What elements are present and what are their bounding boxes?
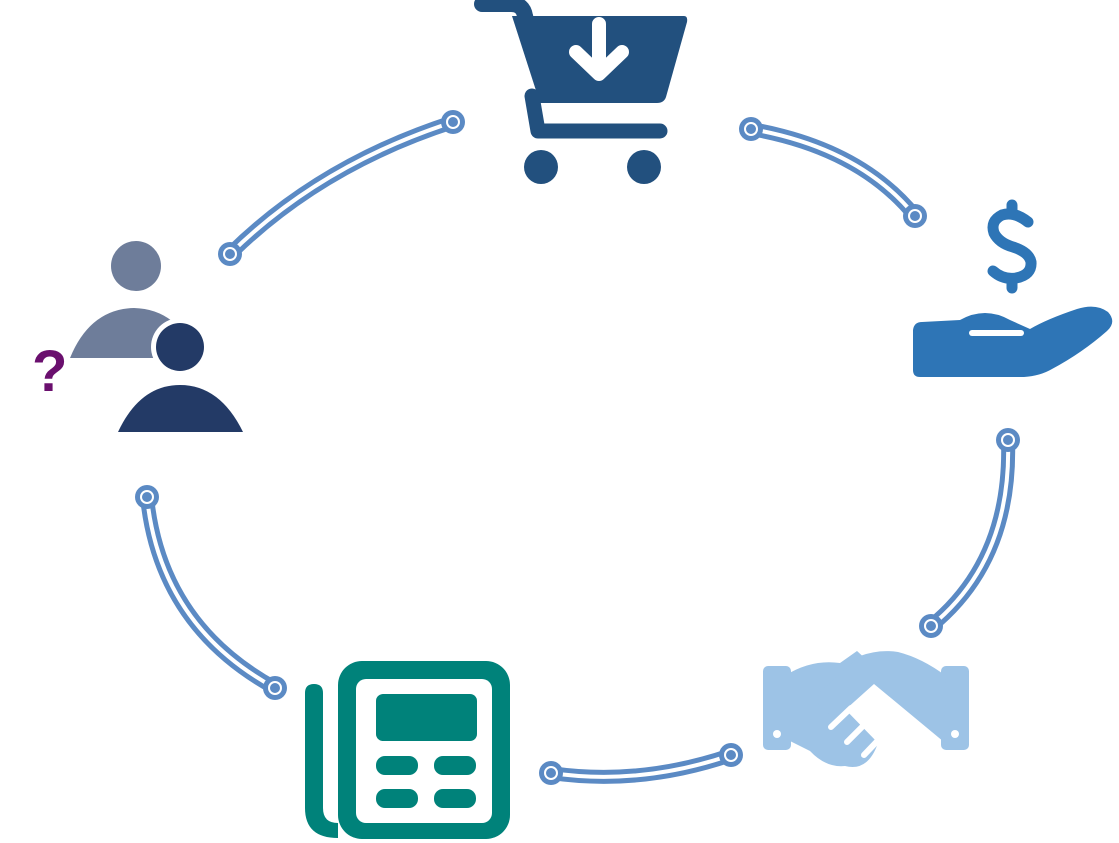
connector-endpoint bbox=[441, 110, 465, 134]
connector-register-person bbox=[135, 485, 287, 700]
connector-endpoint-ring bbox=[140, 490, 154, 504]
cash-register-icon bbox=[305, 661, 510, 839]
connector-arrows bbox=[135, 110, 1020, 785]
connector-endpoint-ring bbox=[446, 115, 460, 129]
handshake-icon bbox=[763, 651, 969, 768]
connector-endpoint bbox=[919, 614, 943, 638]
question-mark-label: ? bbox=[32, 339, 67, 404]
connector-endpoint bbox=[539, 761, 563, 785]
connector-endpoint-ring bbox=[223, 247, 237, 261]
connector-endpoint bbox=[263, 676, 287, 700]
connector-money-handshake bbox=[919, 428, 1020, 638]
connector-endpoint bbox=[218, 242, 242, 266]
connector-endpoint-ring bbox=[724, 748, 738, 762]
connector-endpoint-ring bbox=[544, 766, 558, 780]
connector-endpoint-ring bbox=[924, 619, 938, 633]
shopping-cart-download-icon bbox=[474, 0, 688, 184]
connector-handshake-register bbox=[539, 743, 743, 785]
connector-endpoint bbox=[903, 204, 927, 228]
connector-endpoint-ring bbox=[1001, 433, 1015, 447]
connector-person-cart bbox=[218, 110, 465, 266]
connector-endpoint bbox=[135, 485, 159, 509]
connector-endpoint bbox=[719, 743, 743, 767]
hand-money-icon bbox=[913, 199, 1113, 377]
connector-endpoint-ring bbox=[908, 209, 922, 223]
connector-endpoint bbox=[739, 117, 763, 141]
connector-endpoint-ring bbox=[268, 681, 282, 695]
connector-cart-money bbox=[739, 117, 927, 228]
connector-endpoint bbox=[996, 428, 1020, 452]
connector-endpoint-ring bbox=[744, 122, 758, 136]
people-question-icon: ? bbox=[32, 241, 243, 432]
